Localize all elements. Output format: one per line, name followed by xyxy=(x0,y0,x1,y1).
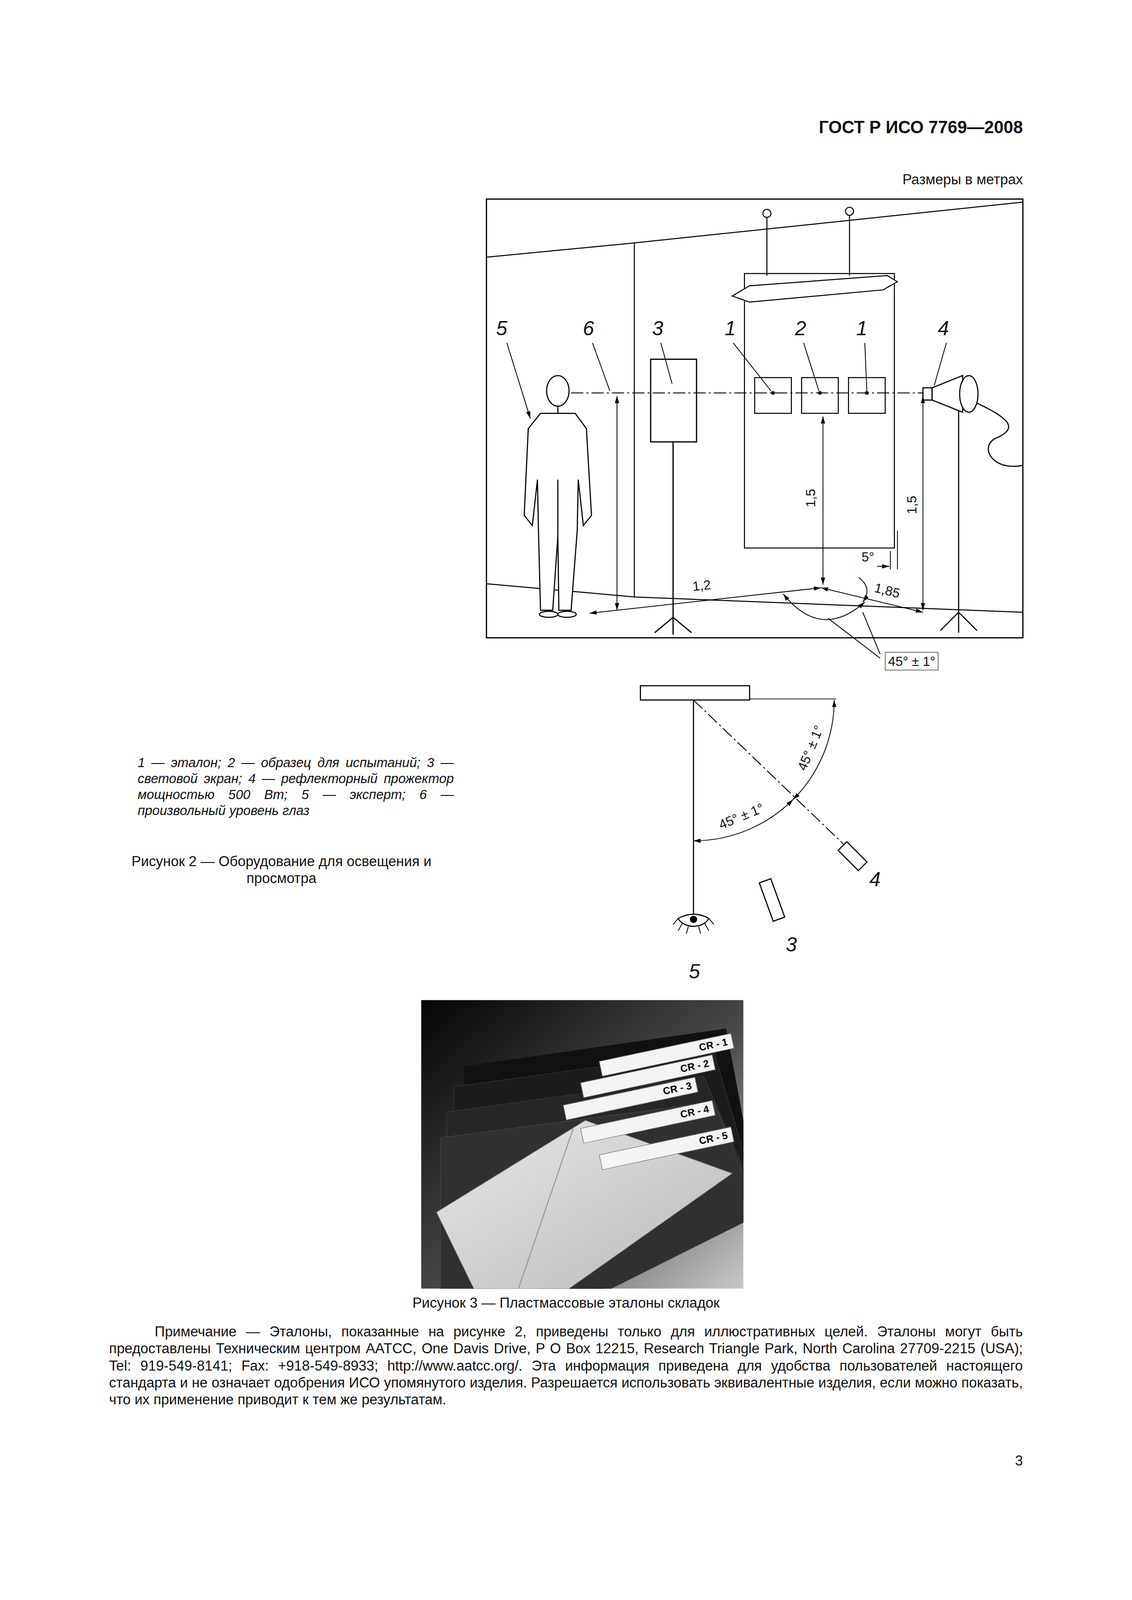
expert-figure-part xyxy=(557,479,559,536)
plan-view-part xyxy=(749,698,837,700)
document-header: ГОСТ Р ИСО 7769—2008 xyxy=(818,117,1024,139)
callout-leaders-part xyxy=(864,342,867,391)
viewing-panel-part xyxy=(762,209,771,218)
note-text: Примечание — Эталоны, показанные на рису… xyxy=(108,1322,1023,1408)
callout-leaders-part xyxy=(733,342,771,391)
figure-key: 1 — эталон; 2 — образец для испытаний; 3… xyxy=(137,754,454,818)
plan-view-part xyxy=(692,699,694,916)
units-note: Размеры в метрах xyxy=(902,170,1023,188)
reflector-lamp-part xyxy=(940,611,977,633)
light-screen-part xyxy=(650,359,697,442)
viewing-panel xyxy=(732,206,898,548)
callout-leaders-part xyxy=(934,342,947,386)
expert-figure-part xyxy=(557,406,559,414)
viewing-panel-part xyxy=(848,215,850,276)
dimension-lines-part xyxy=(822,416,824,585)
callout-number: 5 xyxy=(688,958,700,983)
room-lines-part xyxy=(633,242,635,597)
dimension-lines-part xyxy=(783,593,865,620)
dimension-lines-part xyxy=(862,611,880,654)
dimension-lines-part xyxy=(827,618,880,658)
plan-view-part xyxy=(792,699,834,800)
callout-number: 4 xyxy=(937,316,949,341)
plan-view-part xyxy=(693,799,793,841)
plan-view-part xyxy=(678,914,709,926)
photo xyxy=(421,999,744,1288)
callout-number: 2 xyxy=(795,316,807,341)
viewing-panel-part xyxy=(732,275,898,302)
expert-figure-part xyxy=(546,375,569,406)
callout-number: 6 xyxy=(582,316,594,341)
expert-figure-part xyxy=(558,610,577,617)
plan-view-part xyxy=(690,915,697,922)
light-screen-part xyxy=(672,441,674,618)
light-screen xyxy=(650,359,697,635)
callout-leaders-part xyxy=(661,342,673,384)
viewing-panel-part xyxy=(744,273,895,548)
callout-number: 1 xyxy=(724,316,736,341)
viewing-panel-part xyxy=(766,217,768,276)
reflector-lamp-part xyxy=(976,403,1024,467)
callout-leaders-part xyxy=(803,342,820,391)
dimension-lines-part xyxy=(858,577,868,602)
dimension-label: 1,5 xyxy=(903,494,920,516)
callout-number: 4 xyxy=(869,867,881,892)
figure-caption: Рисунок 3 — Пластмассовые эталоны складо… xyxy=(412,1293,720,1311)
angle-label: 45° ± 1° xyxy=(884,651,939,671)
figure-frame xyxy=(486,198,1024,638)
dimension-lines-part xyxy=(616,395,618,610)
photo-part xyxy=(516,1127,574,1288)
figure-caption: Рисунок 2 — Оборудование для освещения и… xyxy=(108,852,454,887)
callout-number: 1 xyxy=(856,316,868,341)
reflector-lamp-part xyxy=(957,408,959,612)
viewing-panel-part xyxy=(845,206,854,216)
viewing-panel-part xyxy=(801,377,839,414)
reflector-lamp-part xyxy=(922,387,932,400)
callout-leaders-part xyxy=(506,342,531,419)
viewing-panel-part xyxy=(754,377,792,414)
angle-label: 45° ± 1° xyxy=(715,798,768,833)
plan-view-part xyxy=(672,917,714,934)
dimension-label: 1,85 xyxy=(871,579,904,602)
eye-level-line-part xyxy=(571,392,931,393)
dimension-lines-part xyxy=(889,550,891,569)
expert-figure-part xyxy=(539,610,558,617)
plan-view-part xyxy=(640,685,750,700)
room-lines-part xyxy=(486,201,1024,258)
callout-number: 5 xyxy=(496,316,507,341)
dimension-lines-part xyxy=(897,530,899,569)
figure-frame-part xyxy=(486,198,1024,638)
angle-label: 45° ± 1° xyxy=(793,721,828,774)
plan-view-part xyxy=(693,699,847,847)
callout-number: 3 xyxy=(652,316,664,341)
reflector-lamp-part xyxy=(932,375,963,413)
light-screen-part xyxy=(654,617,692,635)
expert-figure xyxy=(524,375,592,617)
page-number: 3 xyxy=(1014,1452,1023,1469)
reflector-lamp-part xyxy=(959,375,978,413)
callout-leaders xyxy=(506,342,947,419)
dimension-label: 1,5 xyxy=(802,486,819,508)
room-lines xyxy=(486,201,1024,612)
dimension-label: 1,2 xyxy=(690,576,714,595)
plan-view-part xyxy=(759,878,785,921)
callout-number: 3 xyxy=(785,932,797,957)
dimension-lines-part xyxy=(922,395,924,610)
eye-level-line xyxy=(571,392,931,393)
dimension-lines xyxy=(589,395,923,658)
plan-view-part xyxy=(837,841,867,870)
plan-view xyxy=(640,685,868,934)
angle-label: 5° xyxy=(860,548,876,565)
reflector-lamp xyxy=(922,375,1023,633)
callout-leaders-part xyxy=(592,342,610,391)
expert-figure-part xyxy=(524,413,592,610)
dimension-lines-part xyxy=(877,565,890,567)
